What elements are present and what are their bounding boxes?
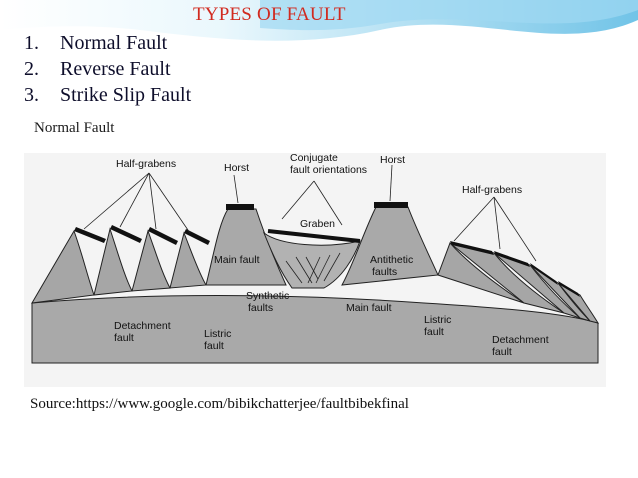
graben-block [262, 231, 361, 289]
label-horst-right: Horst [380, 154, 405, 166]
source-citation: Source:https://www.google.com/bibikchatt… [30, 396, 409, 412]
list-number: 1. [24, 32, 39, 54]
label-detachment-right-line2: fault [492, 346, 512, 358]
list-text: Strike Slip Fault [60, 84, 192, 106]
right-half-graben-blocks [437, 242, 600, 324]
left-black-caps [74, 225, 210, 245]
label-listric-right-line1: Listric [424, 314, 451, 326]
list-text: Reverse Fault [60, 58, 171, 80]
list-number: 3. [24, 84, 39, 106]
label-synthetic-line1: Synthetic [246, 290, 289, 302]
label-detachment-left-line2: fault [114, 332, 134, 344]
label-half-grabens-right: Half-grabens [462, 184, 522, 196]
list-text: Normal Fault [60, 32, 168, 54]
leader-lines [83, 164, 537, 262]
normal-fault-diagram: Half-grabens Horst Conjugate fault orien… [24, 153, 606, 387]
label-listric-left-line1: Listric [204, 328, 231, 340]
label-main-fault-center: Main fault [346, 302, 392, 314]
label-half-grabens-left: Half-grabens [116, 158, 176, 170]
label-listric-right-line2: fault [424, 326, 444, 338]
label-antithetic-line2: faults [372, 266, 397, 278]
label-conjugate-line2: fault orientations [290, 164, 367, 176]
label-horst-left: Horst [224, 162, 249, 174]
list-item: 3. Strike Slip Fault [24, 82, 191, 108]
fault-type-list: 1. Normal Fault 2. Reverse Fault 3. Strike … [24, 30, 191, 108]
list-item: 1. Normal Fault [24, 30, 191, 56]
label-listric-left-line2: fault [204, 340, 224, 352]
basement-block [31, 295, 599, 364]
label-detachment-right-line1: Detachment [492, 334, 549, 346]
label-conjugate-line1: Conjugate [290, 153, 338, 164]
diagram-subtitle: Normal Fault [34, 120, 115, 136]
right-horst-cap [374, 202, 408, 208]
left-horst [205, 208, 287, 286]
conjugate-fault-lines [285, 252, 341, 284]
header-wave-decoration [0, 0, 638, 41]
label-antithetic-line1: Antithetic [370, 254, 413, 266]
label-synthetic-line2: faults [248, 302, 273, 314]
label-main-fault-left: Main fault [214, 254, 260, 266]
list-item: 2. Reverse Fault [24, 56, 191, 82]
label-graben: Graben [300, 218, 335, 230]
label-detachment-left-line1: Detachment [114, 320, 171, 332]
left-half-graben-blocks [31, 227, 207, 304]
list-number: 2. [24, 58, 39, 80]
slide-title: TYPES OF FAULT [193, 4, 346, 25]
right-black-caps [450, 241, 580, 297]
left-horst-cap [226, 204, 254, 210]
